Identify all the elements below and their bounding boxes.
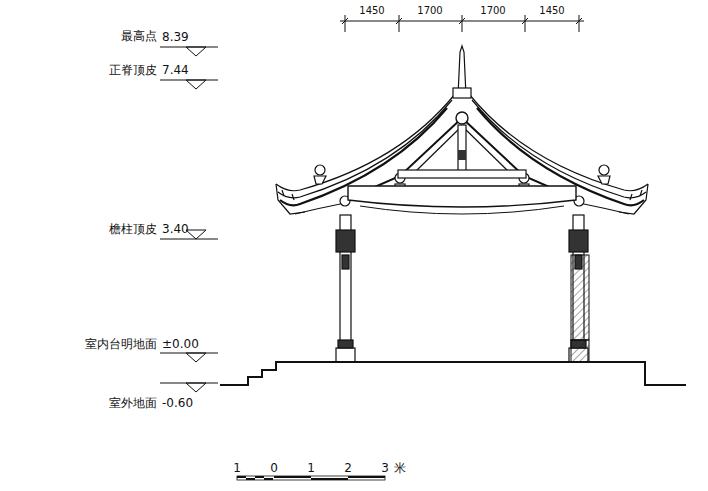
dimension-text: 1700 (480, 5, 505, 17)
scale-text: 1 (233, 461, 241, 475)
scale-text: 米 (394, 461, 406, 475)
upper-beam (398, 170, 526, 178)
beam-underside (360, 206, 564, 214)
elevation-value: 7.44 (162, 63, 189, 77)
king-post-joint (458, 150, 466, 160)
scale-text: 1 (307, 461, 315, 475)
scale-text: 3 (381, 461, 389, 475)
roof-right (462, 94, 648, 362)
ridge-purlin (456, 112, 468, 124)
elevation-name: 最高点 (121, 29, 157, 43)
dimension-text: 1450 (359, 5, 384, 17)
scale-text: 0 (270, 461, 278, 475)
elevation-value: ±0.00 (162, 337, 199, 351)
cut-column (571, 255, 589, 340)
elevation-value: 3.40 (162, 222, 189, 236)
main-beam (348, 186, 576, 207)
elevation-value: -0.60 (162, 396, 193, 410)
king-post (458, 125, 466, 171)
scale-text: 2 (344, 461, 352, 475)
roof-left (276, 94, 462, 362)
elevation-name: 室内台明地面 (85, 337, 157, 351)
platform-outline (220, 362, 686, 385)
scale-bar (237, 476, 385, 480)
dimension-line (340, 15, 584, 32)
dimension-text: 1700 (417, 5, 442, 17)
cut-column-base (571, 340, 589, 362)
elevation-name: 檐柱顶皮 (109, 222, 157, 236)
elevation-name: 室外地面 (109, 396, 157, 410)
ridge-block (453, 88, 471, 98)
dimension-text: 1450 (539, 5, 564, 17)
elevation-value: 8.39 (162, 30, 189, 44)
elevation-marks (160, 47, 218, 392)
elevation-name: 正脊顶皮 (109, 63, 157, 77)
